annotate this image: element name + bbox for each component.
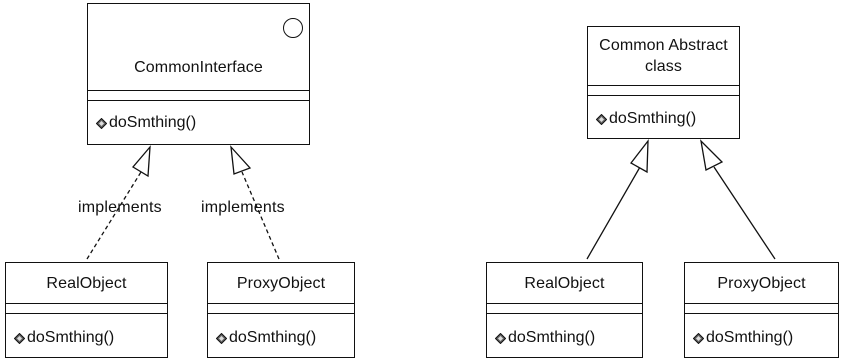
class-separator <box>208 303 354 304</box>
method-row: doSmthing() <box>693 323 834 353</box>
class-name-text: CommonInterface <box>134 58 263 76</box>
class-name: ProxyObject <box>208 263 354 303</box>
operation-icon <box>216 332 227 344</box>
class-name: RealObject <box>487 263 642 303</box>
operation-icon <box>495 332 506 344</box>
class-separator <box>208 313 354 314</box>
class-separator <box>588 95 739 96</box>
class-separator <box>487 313 642 314</box>
class-name: Common Abstract class <box>588 27 739 85</box>
method-row: doSmthing() <box>14 323 163 353</box>
operation-icon <box>96 117 107 129</box>
method-text: doSmthing() <box>508 329 596 346</box>
method-text: doSmthing() <box>706 329 794 346</box>
class-separator <box>588 85 739 86</box>
method-text: doSmthing() <box>609 110 697 127</box>
method-row: doSmthing() <box>596 105 735 133</box>
implements-label-proxy: implements <box>201 199 285 216</box>
generalization-line-realobject <box>586 166 641 260</box>
method-text: doSmthing() <box>109 114 197 131</box>
realization-arrowhead-proxyobject <box>230 145 252 175</box>
class-separator <box>685 313 838 314</box>
generalization-arrowhead-proxyobject <box>700 139 724 171</box>
operation-icon <box>693 332 704 344</box>
class-separator <box>6 313 167 314</box>
class-name: CommonInterface <box>88 4 309 90</box>
realization-arrowhead-realobject <box>132 145 151 178</box>
class-name-text: RealObject <box>46 274 127 292</box>
real-object-class[interactable]: RealObject doSmthing() <box>5 262 168 358</box>
real-object-class[interactable]: RealObject doSmthing() <box>486 262 643 358</box>
common-abstract-class[interactable]: Common Abstract class doSmthing() <box>587 26 740 139</box>
generalization-arrowhead-realobject <box>630 139 649 174</box>
class-name: ProxyObject <box>685 263 838 303</box>
class-name-text: Common Abstract <box>599 37 728 54</box>
method-row: doSmthing() <box>96 110 305 136</box>
method-text: doSmthing() <box>229 329 317 346</box>
method-text: doSmthing() <box>27 329 115 346</box>
method-row: doSmthing() <box>216 323 350 353</box>
implements-label-real: implements <box>78 199 162 216</box>
common-interface-class[interactable]: CommonInterface doSmthing() <box>87 3 310 145</box>
operation-icon <box>596 113 607 125</box>
class-separator <box>88 90 309 91</box>
class-separator <box>487 303 642 304</box>
class-name-text: RealObject <box>524 274 605 292</box>
class-name-text: class <box>645 58 682 75</box>
generalization-line-proxyobject <box>713 166 776 260</box>
class-name: RealObject <box>6 263 167 303</box>
proxy-object-class[interactable]: ProxyObject doSmthing() <box>684 262 839 358</box>
class-separator <box>685 303 838 304</box>
method-row: doSmthing() <box>495 323 638 353</box>
operation-icon <box>14 332 25 344</box>
class-name-text: ProxyObject <box>236 274 326 292</box>
circle-icon <box>283 18 303 38</box>
class-name-text: ProxyObject <box>717 274 806 292</box>
realization-line-realobject <box>86 171 142 260</box>
proxy-object-class[interactable]: ProxyObject doSmthing() <box>207 262 355 358</box>
class-separator <box>88 100 309 101</box>
class-separator <box>6 303 167 304</box>
realization-line-proxyobject <box>241 171 280 260</box>
